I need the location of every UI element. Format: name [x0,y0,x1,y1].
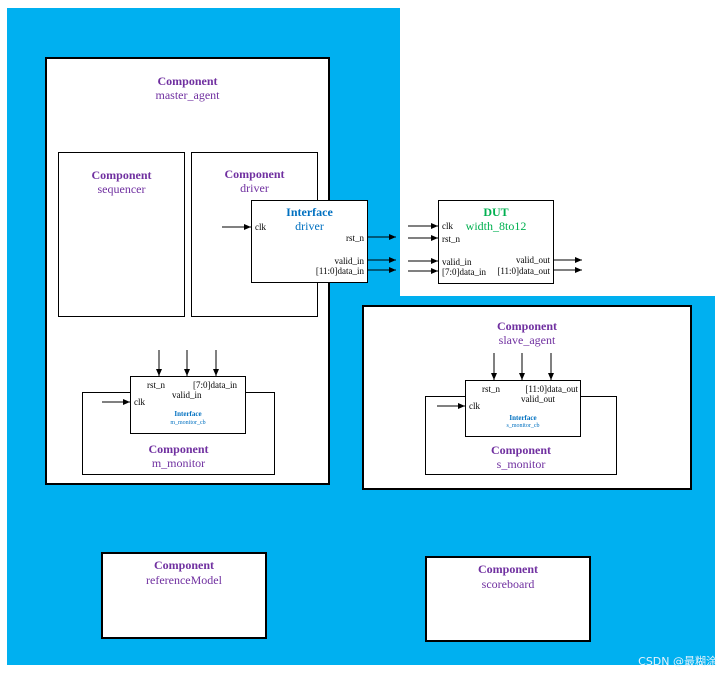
driver-interface-data-port: [11:0]data_in [315,266,364,276]
sequencer-box: Component sequencer [58,152,185,317]
driver-interface-name: driver [295,219,324,233]
s-monitor-title: Component [490,443,551,457]
m-monitor-name: m_monitor [151,456,206,470]
m-monitor-interface-box: rst_n [7:0]data_in valid_in clk Interfac… [130,376,246,434]
reference-model-box: Component referenceModel [101,552,267,639]
scoreboard-box: Component scoreboard [425,556,591,642]
master-agent-name: master_agent [155,88,220,102]
dut-clk-port: clk [442,221,453,231]
driver-interface-box: Interface driver clk rst_n valid_in [11:… [251,200,368,283]
reference-model-name: referenceModel [146,573,222,587]
scoreboard-name: scoreboard [481,577,535,591]
dut-title: DUT [483,205,509,219]
m-monitor-data-port: [7:0]data_in [193,380,237,390]
reference-model-title: Component [153,558,214,572]
s-monitor-interface-name: s_monitor_cb [506,423,540,429]
slave-agent-title: Component [496,319,557,333]
s-monitor-valid-port: valid_out [521,394,555,404]
m-monitor-interface-name: m_monitor_cb [170,420,206,426]
s-monitor-name: s_monitor [496,457,546,471]
s-monitor-interface-title: Interface [509,414,537,422]
dut-valid-out-port: valid_out [516,255,550,265]
s-monitor-rst-port: rst_n [482,384,500,394]
m-monitor-clk-port: clk [134,397,145,407]
dut-rst-port: rst_n [442,234,460,244]
m-monitor-interface-title: Interface [174,410,202,418]
s-monitor-data-port: [11:0]data_out [525,384,578,394]
dut-valid-in-port: valid_in [442,257,472,267]
m-monitor-title: Component [148,442,209,456]
scoreboard-title: Component [477,562,538,576]
driver-interface-valid-port: valid_in [334,256,365,266]
s-monitor-clk-port: clk [469,401,480,411]
m-monitor-rst-port: rst_n [147,380,165,390]
driver-interface-rst-port: rst_n [346,233,364,243]
slave-agent-name: slave_agent [498,333,556,347]
s-monitor-interface-box: rst_n [11:0]data_out valid_out clk Inter… [465,380,581,437]
dut-data-in-port: [7:0]data_in [442,267,486,277]
dut-box: DUT width_8to12 clk rst_n valid_in [7:0]… [438,200,554,284]
sequencer-name: sequencer [97,182,146,196]
dut-data-out-port: [11:0]data_out [497,266,550,276]
m-monitor-valid-port: valid_in [172,390,202,400]
driver-interface-clk-port: clk [255,222,266,232]
driver-title: Component [224,167,285,181]
master-agent-title: Component [157,74,218,88]
watermark-text: CSDN @最糊涂 [638,655,717,668]
sequencer-title: Component [91,168,152,182]
driver-name: driver [240,181,269,195]
dut-name: width_8to12 [465,219,527,233]
driver-interface-title: Interface [286,205,333,219]
